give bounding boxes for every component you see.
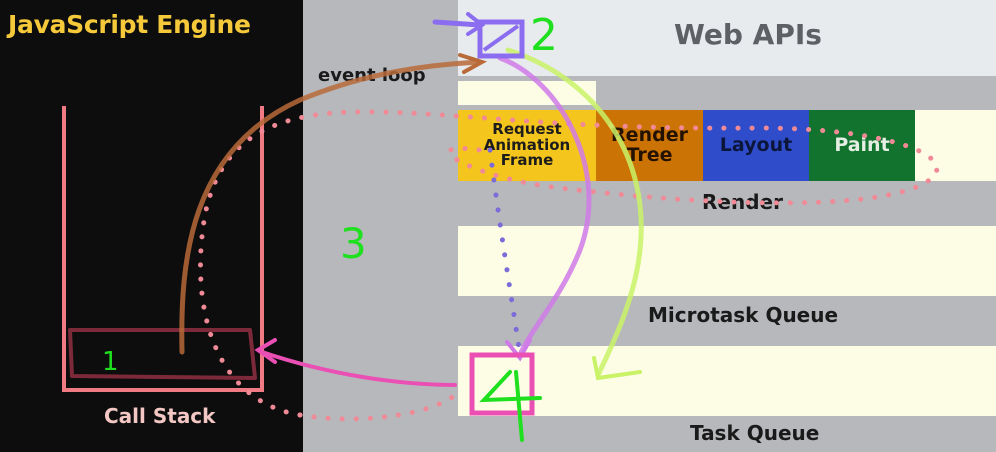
handwritten-4-stroke bbox=[479, 370, 542, 403]
step-3-number: 3 bbox=[340, 219, 367, 268]
event-loop-dotted-return bbox=[297, 392, 458, 422]
task-queue-strip bbox=[458, 346, 996, 416]
javascript-engine-title: JavaScript Engine bbox=[8, 10, 251, 39]
stage-layout: Layout bbox=[703, 110, 809, 181]
brown-arrowhead bbox=[458, 53, 488, 74]
task-queue-label: Task Queue bbox=[690, 421, 820, 445]
purple-dotted-link bbox=[487, 147, 523, 358]
stage-paint: Paint bbox=[809, 110, 915, 181]
call-stack-frame bbox=[68, 328, 257, 380]
microtask-queue-label: Microtask Queue bbox=[648, 303, 839, 327]
purple-pointer-arrow bbox=[432, 19, 483, 28]
lime-arc-to-task-queue bbox=[505, 47, 644, 378]
call-stack-label: Call Stack bbox=[104, 404, 216, 428]
event-loop-dotted-circuit bbox=[198, 109, 940, 418]
web-api-square bbox=[477, 19, 525, 59]
brown-arc-to-event-loop bbox=[179, 59, 483, 355]
web-api-square-hatch bbox=[482, 24, 520, 52]
web-apis-title: Web APIs bbox=[674, 18, 822, 51]
step-2-number: 2 bbox=[530, 10, 558, 61]
task-square bbox=[469, 352, 535, 416]
microtask-queue-strip bbox=[458, 226, 996, 296]
handwritten-4-stem bbox=[514, 370, 524, 442]
render-label: Render bbox=[702, 190, 783, 214]
step-1-number: 1 bbox=[102, 347, 119, 377]
lime-arrowhead bbox=[592, 356, 642, 381]
violet-arc-to-task-queue bbox=[497, 55, 592, 358]
stage-render-tree: Render Tree bbox=[596, 110, 703, 181]
pink-arrow-to-call-stack bbox=[260, 350, 457, 387]
violet-arrowhead bbox=[505, 338, 532, 362]
call-stack-container bbox=[62, 106, 264, 392]
web-apis-header bbox=[458, 0, 996, 76]
pink-arrowhead bbox=[254, 338, 277, 364]
